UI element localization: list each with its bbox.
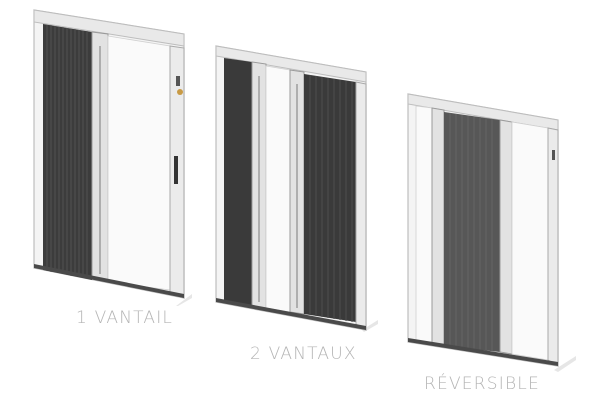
bottom-rail <box>408 338 558 366</box>
handle-icon <box>174 156 178 184</box>
slide-bar-right <box>499 119 513 355</box>
lock-knob-icon <box>177 89 183 95</box>
caption-reversible: RÉVERSIBLE <box>424 374 540 394</box>
bottom-rail <box>216 298 366 330</box>
caption-1-vantail: 1 VANTAIL <box>76 308 174 328</box>
caption-2-vantaux: 2 VANTAUX <box>250 344 357 364</box>
latch-icon <box>552 150 555 160</box>
door-1-illustration <box>33 9 192 306</box>
product-reversible <box>402 90 582 380</box>
mesh-panel-left <box>224 58 252 306</box>
mesh-panel-right <box>304 74 356 322</box>
door-shadow <box>176 294 192 306</box>
latch-icon <box>176 76 180 86</box>
door-header <box>215 45 367 83</box>
product-1-vantail <box>26 6 196 306</box>
door-header <box>33 9 185 47</box>
bottom-rail <box>34 264 184 298</box>
door-3-illustration <box>407 93 576 372</box>
right-jamb <box>355 81 367 331</box>
slide-bar-left <box>431 107 445 347</box>
right-jamb <box>547 127 559 367</box>
open-area <box>107 35 171 291</box>
product-2-vantaux <box>210 42 380 334</box>
open-area <box>265 65 291 313</box>
door-2-illustration <box>215 45 378 332</box>
door-shadow <box>554 356 576 372</box>
